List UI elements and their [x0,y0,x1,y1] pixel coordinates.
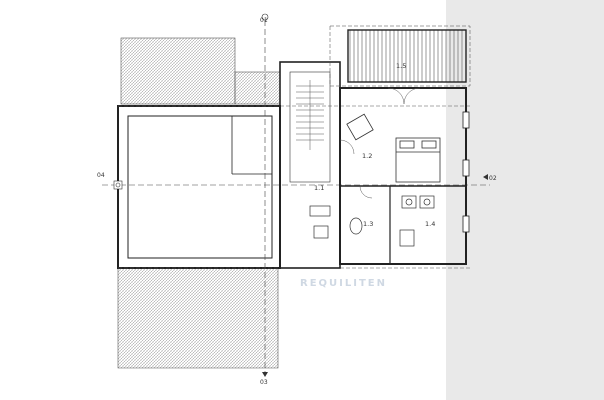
bathroom-fixtures [349,195,435,247]
roof-top-left [120,37,236,105]
roof-bottom [117,267,279,369]
armchair [346,113,374,141]
room-label-1-5: 1.5 [396,62,406,70]
door-swings [339,87,421,199]
balcony [347,29,467,83]
svg-text:01: 01 [260,17,268,24]
room-label-1-3: 1.3 [363,220,373,228]
left-block-outer [117,105,281,269]
roof-top-step [234,71,281,105]
side-band [446,0,604,400]
svg-text:03: 03 [260,379,268,386]
left-block-inner [127,115,273,259]
axis-marker-top: 01 [260,13,269,24]
svg-text:04: 04 [97,172,105,179]
svg-text:02: 02 [489,175,497,182]
bed [395,137,441,183]
room-label-1-1: 1.1 [314,184,324,192]
room-label-1-4: 1.4 [425,220,435,228]
axis-marker-right: 02 [483,174,497,182]
axis-marker-bottom: 03 [260,372,268,386]
windows-right [462,111,470,233]
watermark-text: REQUILITEN [300,278,387,289]
staircase [296,80,324,150]
desk [309,205,331,239]
axis-marker-left: 04 [97,172,123,190]
room-label-1-2: 1.2 [362,152,372,160]
